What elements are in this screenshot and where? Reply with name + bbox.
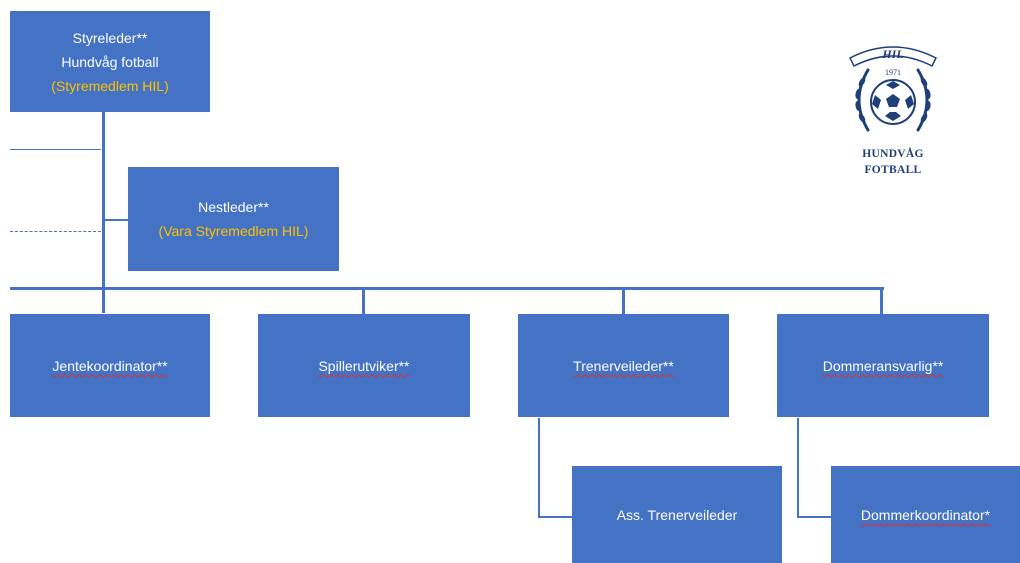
chair-subtitle: Hundvåg fotball bbox=[61, 53, 159, 70]
role-box-trenerveileder: Trenerveileder** bbox=[518, 314, 729, 417]
role-label: Spillerutviker** bbox=[318, 357, 410, 374]
sub-role-label: Dommerkoordinator* bbox=[860, 506, 991, 523]
connector-drop-3 bbox=[880, 288, 883, 314]
logo-name-line1: HUNDVÅG bbox=[862, 148, 924, 160]
connector-drop-2 bbox=[622, 288, 625, 314]
connector-drop-1 bbox=[362, 288, 365, 314]
chair-note: (Styremedlem HIL) bbox=[51, 77, 169, 94]
role-box-spillerutviker: Spillerutviker** bbox=[258, 314, 470, 417]
chair-title: Styreleder** bbox=[72, 29, 148, 46]
role-box-jentekoordinator: Jentekoordinator** bbox=[10, 314, 210, 417]
vice-chair-box: Nestleder** (Vara Styremedlem HIL) bbox=[128, 167, 339, 271]
logo-name-line2: FOTBALL bbox=[864, 164, 922, 176]
connector-main-bus bbox=[10, 287, 884, 290]
connector-dashed-left bbox=[10, 231, 101, 232]
vice-chair-note: (Vara Styremedlem HIL) bbox=[158, 223, 309, 239]
football-crest-icon: HIL 1971 bbox=[848, 46, 938, 132]
connector-trenerveileder-horiz bbox=[538, 516, 572, 518]
role-label: Dommeransvarlig** bbox=[822, 357, 944, 374]
logo-banner-text: HIL bbox=[881, 47, 903, 61]
logo-year: 1971 bbox=[885, 68, 901, 77]
vice-chair-title: Nestleder** bbox=[198, 199, 269, 215]
connector-solid-left bbox=[10, 149, 101, 150]
role-box-dommeransvarlig: Dommeransvarlig** bbox=[777, 314, 989, 417]
connector-chair-trunk bbox=[102, 112, 105, 313]
chair-box: Styreleder** Hundvåg fotball (Styremedle… bbox=[10, 11, 210, 112]
sub-role-label: Ass. Trenerveileder bbox=[616, 506, 738, 523]
connector-dommer-horiz bbox=[797, 516, 831, 518]
sub-role-box-dommerkoordinator: Dommerkoordinator* bbox=[831, 466, 1020, 563]
connector-dommer-vert bbox=[797, 418, 799, 518]
role-label: Jentekoordinator** bbox=[52, 357, 168, 374]
connector-trenerveileder-vert bbox=[538, 418, 540, 518]
role-label: Trenerveileder** bbox=[573, 357, 674, 374]
sub-role-box-ass-trenerveileder: Ass. Trenerveileder bbox=[572, 466, 782, 563]
connector-vice-chair bbox=[103, 219, 128, 221]
